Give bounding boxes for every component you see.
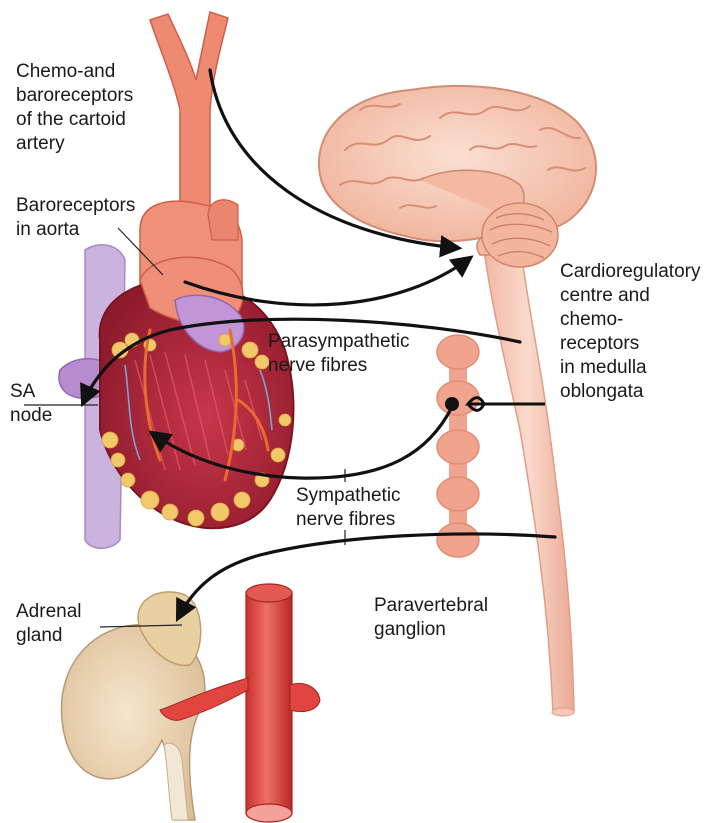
label-sa-node: SA node — [10, 380, 52, 428]
brain — [319, 86, 596, 267]
ganglion-chain — [437, 335, 479, 557]
label-sympathetic-fibres: Sympathetic nerve fibres — [296, 484, 401, 532]
label-carotid-receptors: Chemo-and baroreceptors of the cartoid a… — [16, 60, 133, 156]
cerebellum — [482, 203, 558, 267]
label-parasympathetic-fibres: Parasympathetic nerve fibres — [268, 330, 410, 378]
label-cardioregulatory-centre: Cardioregulatory centre and chemo- recep… — [560, 260, 700, 404]
heart — [100, 257, 294, 528]
label-aortic-baroreceptors: Baroreceptors in aorta — [16, 194, 135, 242]
sympathetic-to-adrenal-arrow — [178, 534, 555, 618]
label-adrenal-gland: Adrenal gland — [16, 600, 82, 648]
label-paravertebral-ganglion: Paravertebral ganglion — [374, 594, 488, 642]
